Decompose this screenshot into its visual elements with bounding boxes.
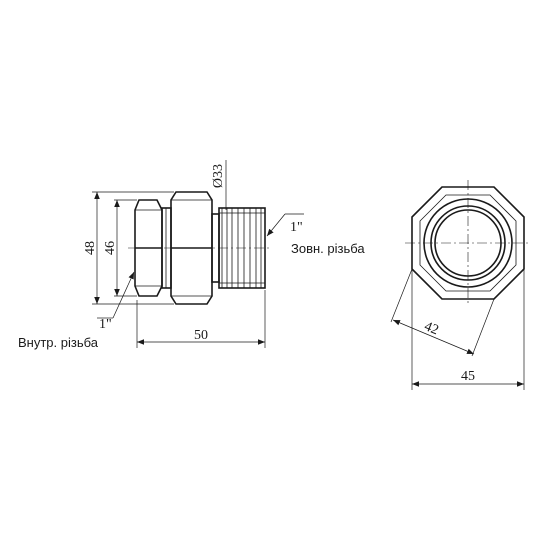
internal-thread-callout: 1" Внутр. різьба bbox=[18, 271, 135, 350]
dim-48: 48 bbox=[83, 191, 174, 305]
dim-48-label: 48 bbox=[83, 241, 98, 255]
dim-d33: Ø33 bbox=[211, 160, 227, 210]
inner-octagon bbox=[419, 194, 517, 292]
side-view: 48 46 Ø33 50 1" Зовн. різьба bbox=[18, 160, 365, 350]
bore-inner bbox=[434, 209, 502, 277]
end-view: 42 45 bbox=[390, 180, 530, 390]
outer-circle bbox=[423, 198, 513, 288]
dim-46-label: 46 bbox=[103, 241, 118, 255]
dim-50-label: 50 bbox=[194, 328, 208, 343]
external-thread-size: 1" bbox=[290, 220, 303, 235]
dim-45: 45 bbox=[411, 270, 525, 390]
dim-45-label: 45 bbox=[461, 369, 475, 384]
external-thread-callout: 1" Зовн. різьба bbox=[266, 213, 365, 256]
dim-46: 46 bbox=[103, 199, 137, 297]
dim-50: 50 bbox=[136, 290, 266, 348]
dim-42: 42 bbox=[390, 268, 495, 357]
dim-42-label: 42 bbox=[422, 319, 441, 338]
dim-d33-label: Ø33 bbox=[211, 164, 226, 188]
internal-thread-label: Внутр. різьба bbox=[18, 335, 99, 350]
external-thread-label: Зовн. різьба bbox=[291, 241, 365, 256]
internal-thread-size: 1" bbox=[99, 317, 112, 332]
bore-outer bbox=[430, 205, 506, 281]
